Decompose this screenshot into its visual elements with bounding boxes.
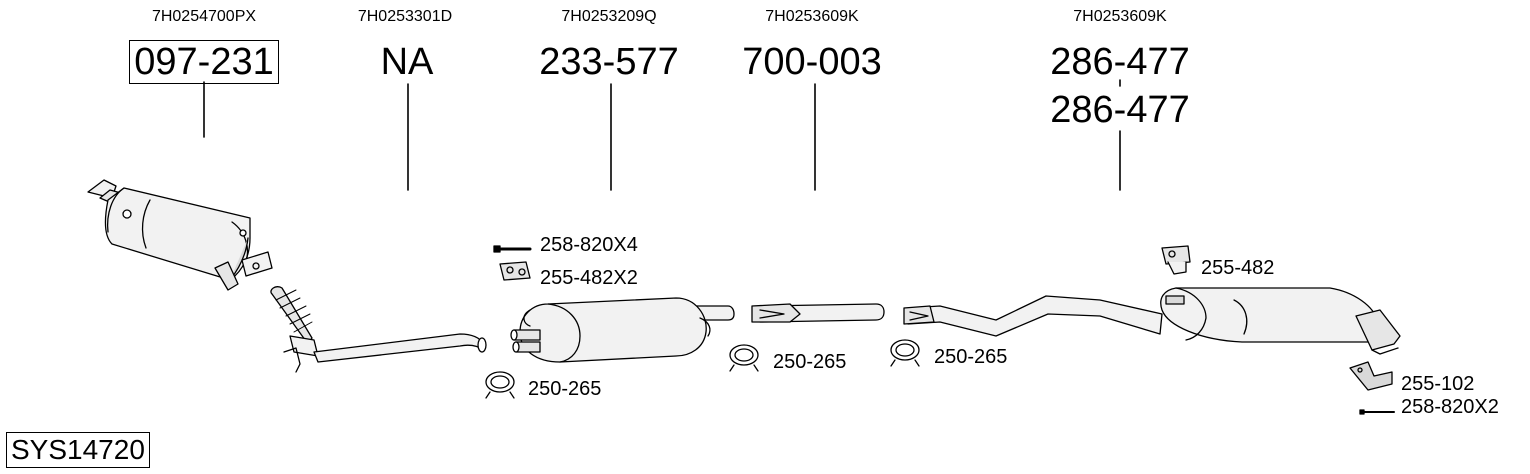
part-number-5[interactable]: 286-477 [1050,41,1190,83]
oe-number-1: 7H0254700PX [151,8,257,25]
fitting-bolt-2-label[interactable]: 258-820X2 [1401,396,1499,418]
part-number-4[interactable]: 700-003 [742,41,882,83]
part-number-1-text[interactable]: 097-231 [129,40,279,84]
pipe-clamp-icon-1 [485,371,515,399]
middle-silencer [510,297,735,363]
pipe-clamp-icon-2 [729,344,759,372]
part-number-2[interactable]: NA [380,41,434,83]
fitting-clamp-2-label[interactable]: 250-265 [773,351,847,373]
fitting-hanger-1-label[interactable]: 255-482X2 [540,267,638,289]
rubber-hanger-icon-2 [1161,245,1191,275]
system-code: SYS14720 [6,432,150,468]
bolt-icon-2 [1359,409,1395,415]
oe-number-5: 7H0253609K [1073,8,1167,25]
bracket-icon-1 [1349,361,1393,391]
oe-number-3: 7H0253209Q [561,8,657,25]
fitting-bolt-1-label[interactable]: 258-820X4 [540,234,638,256]
pipe-clamp-icon-3 [890,339,920,367]
fitting-hanger-2-label[interactable]: 255-482 [1201,257,1275,279]
rubber-hanger-icon-1 [499,261,531,281]
bolt-icon-1 [493,245,532,253]
part-number-1[interactable]: 097-231 [84,40,324,84]
part-number-5b[interactable]: 286-477 [1050,89,1190,131]
fitting-clamp-3-label[interactable]: 250-265 [934,346,1008,368]
oe-number-4: 7H0253609K [765,8,859,25]
fitting-bracket-1-label[interactable]: 255-102 [1401,373,1475,395]
intermediate-pipe [751,303,885,323]
oe-number-2: 7H0253301D [357,8,453,25]
fitting-clamp-1-label[interactable]: 250-265 [528,378,602,400]
rear-silencer [903,287,1401,355]
part-number-3[interactable]: 233-577 [539,41,679,83]
particulate-filter [87,179,273,291]
front-pipe [270,286,487,373]
